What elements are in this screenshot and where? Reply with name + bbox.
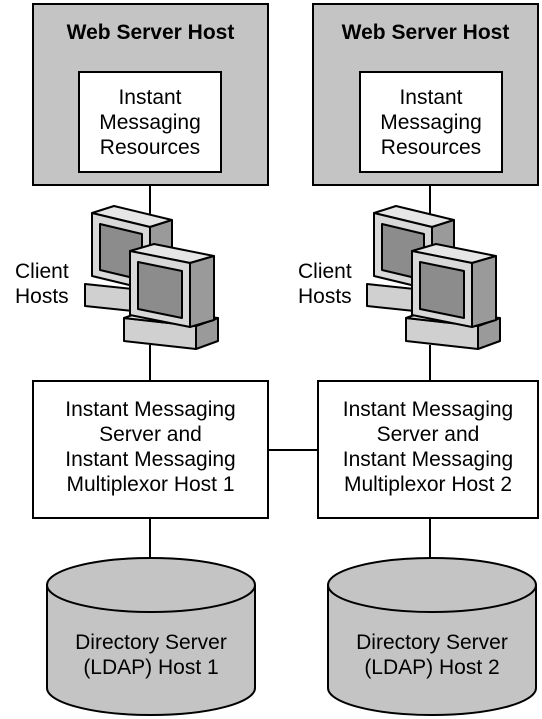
client-hosts-label-2: Client Hosts xyxy=(298,259,368,309)
im-server-2-line-3: Instant Messaging xyxy=(342,448,514,471)
client-hosts-1-line-1: Client xyxy=(15,260,69,283)
connector-lines xyxy=(149,185,431,575)
directory-server-label-1: Directory Server (LDAP) Host 1 xyxy=(47,630,255,680)
directory-server-label-2: Directory Server (LDAP) Host 2 xyxy=(328,630,536,680)
client-hosts-2-line-2: Hosts xyxy=(298,285,352,308)
web-server-host-1-title: Web Server Host xyxy=(66,21,235,44)
im-server-label-1: Instant Messaging Server and Instant Mes… xyxy=(33,397,268,497)
client-hosts-2-line-1: Client xyxy=(298,260,352,283)
directory-server-1-line-1: Directory Server xyxy=(75,631,227,654)
im-resources-1-line-1: Instant xyxy=(118,86,182,109)
im-server-1-line-4: Multiplexor Host 1 xyxy=(66,473,235,496)
client-computers-2 xyxy=(366,205,501,350)
im-resources-label-2: Instant Messaging Resources xyxy=(360,85,502,160)
im-server-2-line-4: Multiplexor Host 2 xyxy=(343,473,513,496)
im-resources-1-line-3: Resources xyxy=(99,136,201,159)
directory-server-2 xyxy=(327,557,537,716)
im-resources-box-1 xyxy=(78,71,222,173)
im-resources-2-line-3: Resources xyxy=(380,136,482,159)
im-server-1-line-3: Instant Messaging xyxy=(65,448,236,471)
im-server-label-2: Instant Messaging Server and Instant Mes… xyxy=(318,397,538,497)
web-server-host-2-title: Web Server Host xyxy=(341,21,510,44)
client-hosts-1-line-2: Hosts xyxy=(15,285,69,308)
im-server-1-line-2: Server and xyxy=(99,423,202,446)
client-computers-1 xyxy=(84,205,219,350)
im-server-2-line-2: Server and xyxy=(376,423,480,446)
im-resources-1-line-2: Messaging xyxy=(99,111,201,134)
im-resources-2-line-1: Instant xyxy=(399,86,463,109)
im-server-1-line-1: Instant Messaging xyxy=(65,398,236,421)
im-server-host-1 xyxy=(32,380,269,519)
directory-server-1-line-2: (LDAP) Host 1 xyxy=(83,656,219,679)
im-resources-label-1: Instant Messaging Resources xyxy=(79,85,221,160)
im-server-host-2 xyxy=(317,380,539,519)
client-hosts-label-1: Client Hosts xyxy=(15,259,85,309)
im-resources-box-2 xyxy=(359,71,503,173)
directory-server-1 xyxy=(46,557,256,716)
directory-server-2-line-2: (LDAP) Host 2 xyxy=(364,656,500,679)
im-server-2-line-1: Instant Messaging xyxy=(342,398,514,421)
directory-server-2-line-1: Directory Server xyxy=(356,631,508,654)
im-resources-2-line-2: Messaging xyxy=(380,111,482,134)
